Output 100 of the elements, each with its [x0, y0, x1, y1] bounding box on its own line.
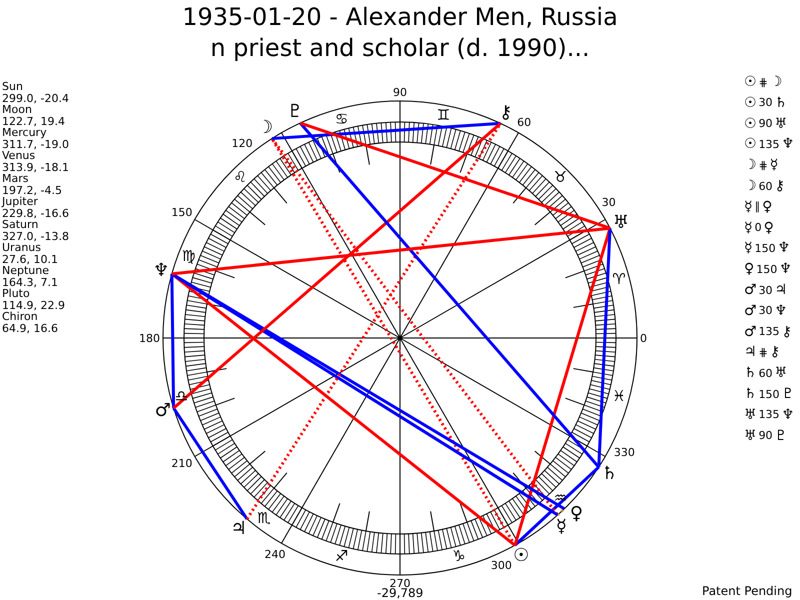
planet-symbol: ♂ [744, 304, 757, 318]
planet-symbol: ♀ [762, 200, 772, 214]
degree-label: 0 [640, 332, 647, 344]
position-value: 229.8, -16.6 [2, 208, 69, 218]
planet-symbol: ♄ [744, 387, 757, 401]
planet-symbol: ♃ [774, 283, 788, 297]
planet-name: Sun [2, 81, 23, 92]
aspect-line [172, 226, 610, 276]
zodiac-sign-symbol: ♏ [257, 511, 271, 526]
planet-symbol: ☉ [744, 116, 757, 131]
aspect-label: 30 [758, 305, 773, 316]
planet-symbol: ☿ [770, 158, 778, 172]
aspect-line [272, 122, 501, 140]
degree-label: 90 [393, 87, 407, 98]
zodiac-sign-symbol: ♒ [554, 490, 568, 506]
zodiac-sign-symbol: ♌ [233, 170, 247, 186]
chart-title: 1935-01-20 - Alexander Men, Russia n priest and scholar (d. 1990)... [181, 2, 619, 64]
aspect-label: 90 [758, 118, 773, 130]
position-value: 122.7, 19.4 [2, 116, 65, 126]
aspect-label: 0 [754, 222, 762, 234]
aspect-label: 150 [754, 242, 776, 254]
zodiac-sign-symbol: ♐ [334, 549, 348, 564]
planet-symbol: ♃ [744, 345, 757, 360]
planet-symbol: ♆ [774, 304, 788, 318]
planet-symbol: ♂ [744, 324, 757, 339]
zodiac-sign-symbol: ♑ [452, 549, 466, 564]
degree-label: 30 [602, 196, 616, 208]
planet-symbol: ♆ [779, 262, 792, 276]
position-value: 197.2, -4.5 [2, 184, 62, 196]
planet-symbol: ♄ [774, 96, 788, 110]
degree-label: 300 [490, 560, 512, 572]
aspect-line [300, 122, 611, 230]
planet-name: Mercury [2, 127, 47, 138]
planet-symbol: ☿ [556, 518, 567, 536]
position-value: 327.0, -13.8 [2, 230, 69, 242]
zodiac-sign-symbol: ♎ [174, 389, 188, 404]
planet-symbol: ⚷ [774, 179, 785, 193]
planet-symbol: ☽ [770, 75, 782, 89]
zodiac-sign-symbol: ♋ [334, 112, 348, 127]
planet-symbol: ☿ [744, 220, 753, 235]
degree-label: 210 [171, 458, 192, 470]
planet-symbol: ♀ [764, 220, 774, 235]
planet-symbol: ♅ [774, 366, 788, 380]
planet-symbol: ♇ [782, 387, 794, 401]
planet-name: Pluto [2, 288, 30, 299]
planet-symbol: ☉ [744, 137, 757, 152]
aspect-label: ⋕ [758, 160, 768, 171]
planet-symbol: ☿ [744, 241, 753, 256]
planet-symbol: ♃ [230, 520, 247, 538]
position-value: 164.3, 7.1 [2, 276, 58, 288]
aspect-label: 60 [758, 368, 773, 379]
planet-name: Venus [2, 150, 36, 161]
planet-name: Saturn [2, 219, 38, 230]
planet-symbol: ♅ [774, 116, 788, 131]
planet-symbol: ♂ [744, 283, 757, 297]
planet-symbol: ☉ [513, 547, 530, 566]
planet-name: Jupiter [2, 196, 38, 207]
position-value: 313.9, -18.1 [2, 162, 69, 172]
aspect-label: 150 [758, 388, 780, 400]
planet-symbol: ♇ [774, 428, 788, 443]
planet-symbol: ♄ [601, 464, 618, 483]
planet-symbol: ♅ [744, 408, 757, 422]
position-value: 27.6, 10.1 [2, 254, 58, 264]
planet-symbol: ♇ [286, 102, 304, 121]
zodiac-sign-symbol: ♓ [612, 389, 626, 404]
planet-symbol: ♄ [744, 366, 757, 380]
planet-symbol: ♆ [153, 262, 170, 280]
aspect-line [514, 466, 600, 546]
aspect-label: 135 [758, 138, 780, 150]
aspect-line [513, 228, 612, 546]
aspect-line [270, 138, 559, 516]
planet-symbol: ☽ [744, 158, 757, 172]
planet-symbol: ♂ [154, 402, 171, 420]
aspect-line [172, 407, 248, 520]
planet-symbol: ☉ [744, 96, 757, 110]
position-value: 299.0, -20.4 [2, 92, 69, 104]
planet-symbol: ♀ [744, 262, 754, 276]
planet-symbol: ♆ [782, 137, 794, 152]
numeric-label: -29,789 [377, 587, 424, 599]
planet-name: Mars [2, 173, 28, 184]
position-value: 114.9, 22.9 [2, 300, 65, 310]
planet-symbol: ♀ [570, 504, 584, 523]
position-value: 311.7, -19.0 [2, 138, 69, 150]
planet-symbol: ☉ [744, 75, 757, 89]
planet-name: Uranus [2, 242, 41, 253]
degree-label: 150 [171, 206, 192, 218]
zodiac-sign-symbol: ♈ [612, 272, 626, 287]
planet-name: Moon [2, 104, 32, 115]
aspect-line [597, 228, 612, 468]
aspect-line [172, 122, 502, 410]
planet-symbol: ♆ [782, 408, 794, 422]
aspect-label: ⋕ [758, 346, 768, 358]
aspect-label: 30 [758, 97, 773, 108]
aspect-label: 150 [756, 264, 778, 275]
aspect-label: ⋕ [758, 76, 768, 88]
zodiac-sign-symbol: ♍ [182, 249, 196, 264]
aspect-line [170, 274, 176, 408]
zodiac-sign-symbol: ♉ [554, 170, 568, 186]
degree-label: 120 [232, 138, 253, 149]
planet-name: Chiron [2, 311, 38, 322]
